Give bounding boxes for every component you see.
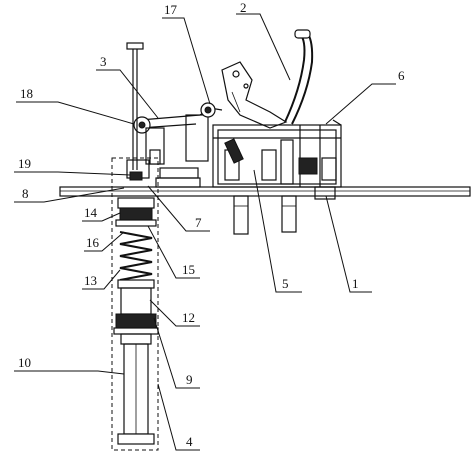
callout-18: 18	[20, 86, 33, 101]
callout-16: 16	[86, 235, 100, 250]
callout-10: 10	[18, 355, 31, 370]
callout-13: 13	[84, 273, 97, 288]
leader-lines	[14, 13, 396, 451]
cam-plate	[221, 61, 288, 129]
callout-3: 3	[100, 54, 107, 69]
callout-14: 14	[84, 205, 98, 220]
callout-2: 2	[240, 0, 247, 15]
callout-12: 12	[182, 310, 195, 325]
frame-housing	[212, 119, 342, 188]
dashed-outline	[111, 157, 159, 451]
callout-15: 15	[182, 262, 195, 277]
callout-4: 4	[186, 434, 193, 449]
callout-7: 7	[195, 215, 202, 230]
callout-5: 5	[282, 276, 289, 291]
callout-17: 17	[164, 2, 178, 17]
handle	[284, 29, 314, 125]
spring-assembly	[115, 197, 157, 289]
callout-8: 8	[22, 186, 29, 201]
callout-9: 9	[186, 372, 193, 387]
linkage	[133, 102, 223, 188]
lower-shaft	[113, 287, 159, 445]
vertical-rod	[126, 42, 150, 181]
callout-1: 1	[352, 276, 359, 291]
callout-19: 19	[18, 156, 31, 171]
callout-6: 6	[398, 68, 405, 83]
lower-posts	[233, 186, 336, 235]
